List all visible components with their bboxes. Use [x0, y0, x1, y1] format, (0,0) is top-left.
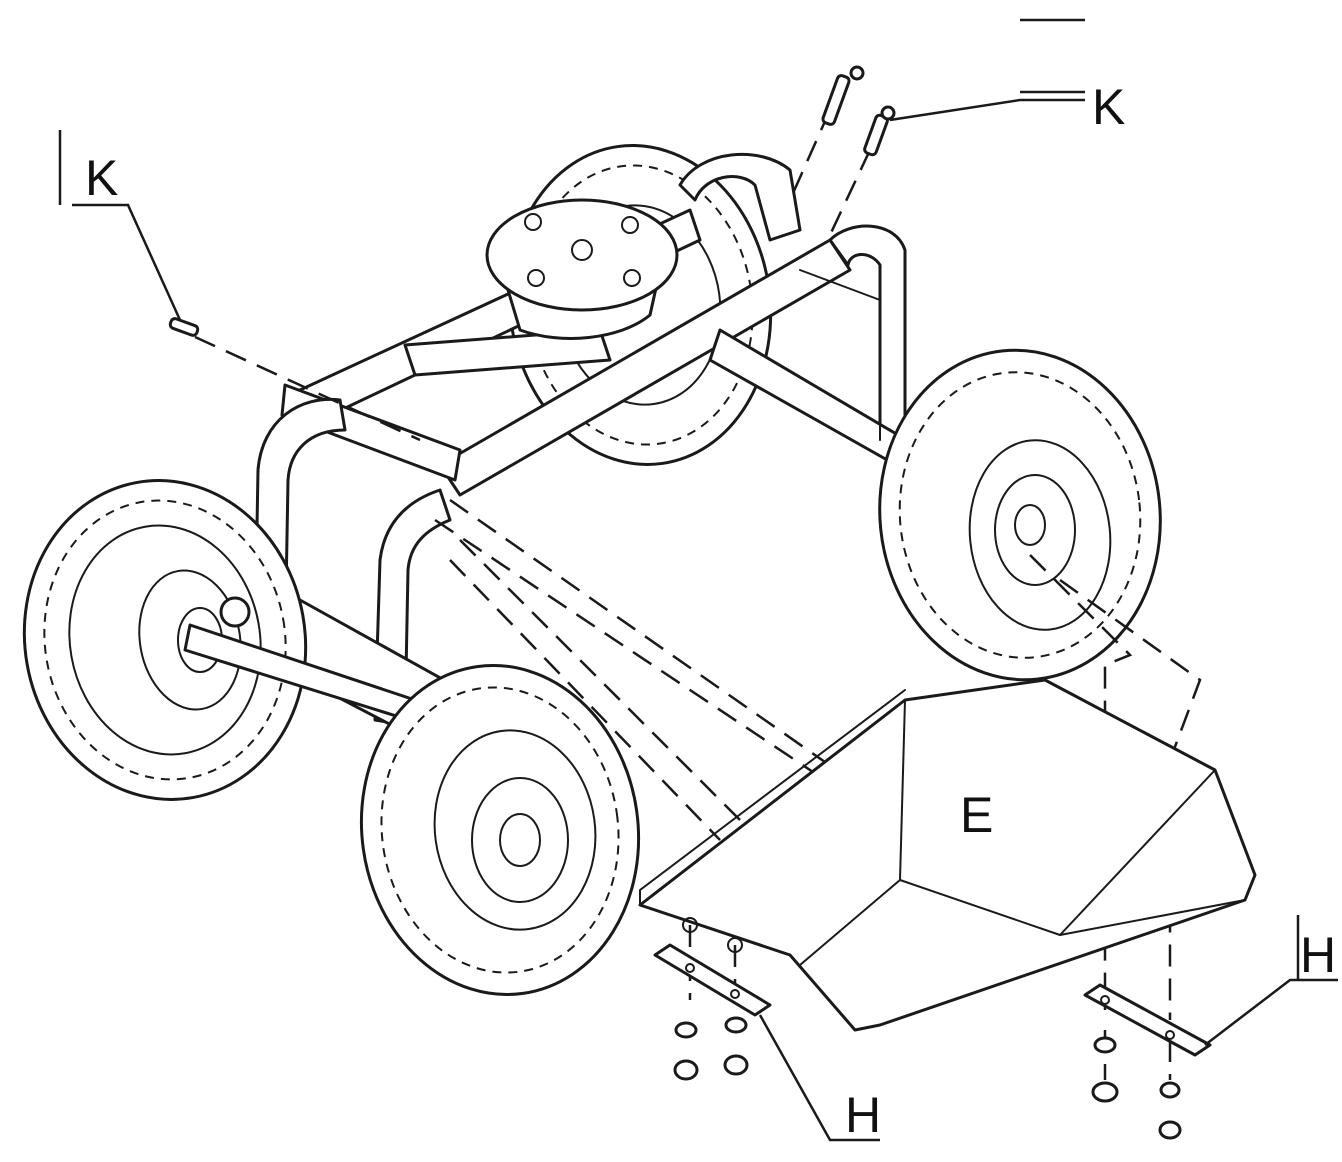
- label-e-tray: E: [960, 787, 993, 843]
- wheel-front-right: [359, 663, 641, 997]
- label-h-bottom: H: [845, 1087, 881, 1143]
- label-h-right: H: [1300, 927, 1336, 983]
- tray-e: [638, 678, 1257, 1032]
- cart-frame: [188, 152, 917, 742]
- label-k-top: K: [1092, 79, 1125, 135]
- pin-k-left: [168, 317, 200, 337]
- fasteners: [673, 1016, 1182, 1140]
- swivel-seat: [485, 198, 679, 340]
- axle-nut: [219, 596, 251, 628]
- bracket-h-left: [653, 943, 772, 1017]
- label-k-left: K: [85, 150, 118, 206]
- leader-lines: [58, 18, 1338, 1142]
- bracket-h-right: [1083, 983, 1212, 1057]
- pin-k-top-b: [863, 105, 896, 157]
- wheel-rear-right: [878, 348, 1162, 682]
- wheel-front-left: [22, 479, 308, 801]
- pin-k-top-a: [821, 65, 865, 126]
